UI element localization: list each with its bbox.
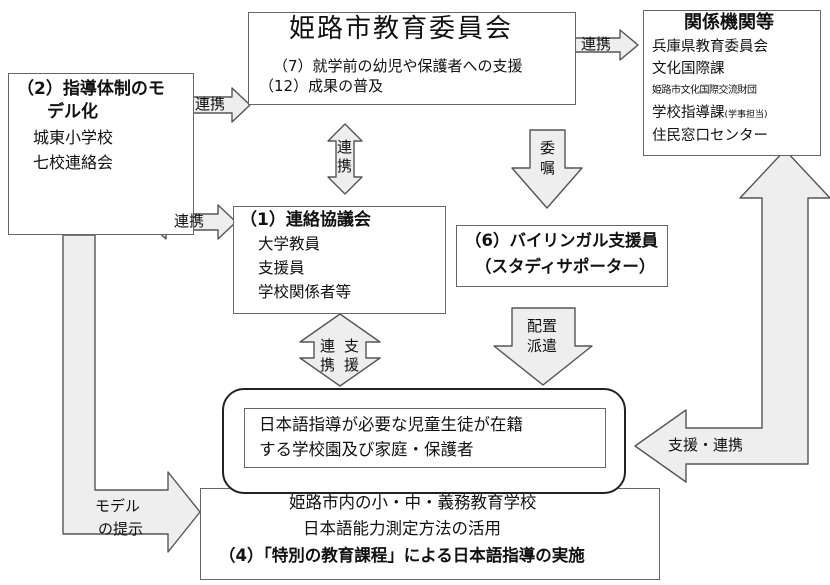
- dispatch-label-2: 派遣: [527, 337, 558, 355]
- renkei-model-board-label: 連携: [195, 95, 226, 113]
- dispatch-label-1: 配置: [527, 317, 558, 335]
- renkei-model-council-label: 連携: [174, 212, 205, 230]
- himeji-board-box: 姫路市教育委員会 （7）就学前の幼児や保護者への支援 （12）成果の普及: [248, 12, 576, 105]
- liaison-council-item-university: 大学教員: [258, 235, 321, 253]
- renkei-board-orgs-label: 連携: [581, 35, 612, 53]
- bilingual-supporter-title: （6）バイリンガル支援員: [465, 231, 658, 250]
- implementation-line-schools: 姫路市内の小・中・義務教育学校: [289, 493, 537, 512]
- renkei-shien-label-4: 援: [344, 356, 360, 374]
- related-org-guidance: 学校指導課(学事担当): [652, 105, 768, 121]
- model-system-title-1: （2）指導体制のモ: [17, 79, 165, 99]
- bilingual-supporter-subtitle: （スタディサポーター）: [475, 257, 656, 276]
- double-arrow-council-schools: [299, 313, 381, 387]
- target-schools-line1: 日本語指導が必要な児童生徒が在籍: [259, 415, 523, 434]
- implementation-line-measurement: 日本語能力測定方法の活用: [303, 519, 501, 538]
- renkei-board-council-label-2: 携: [337, 157, 353, 175]
- model-system-council: 七校連絡会: [33, 153, 114, 172]
- himeji-board-item-12: （12）成果の普及: [259, 77, 384, 95]
- dispatch-arrow: [493, 307, 593, 386]
- related-org-culture: 文化国際課: [652, 61, 725, 77]
- liaison-council-box: （1）連絡協議会 大学教員 支援員 学校関係者等: [233, 206, 446, 314]
- support-liaison-label: 支援・連携: [668, 436, 744, 454]
- related-orgs-box: 関係機関等 兵庫県教育委員会 文化国際課 姫路市文化国際交流財団 学校指導課(学…: [643, 10, 821, 156]
- support-arrow: [634, 149, 830, 483]
- target-schools-outer-box: 日本語指導が必要な児童生徒が在籍 する学校園及び家庭・保護者: [222, 388, 626, 494]
- model-presentation-label-1: モデル: [95, 497, 141, 515]
- model-system-box: （2）指導体制のモ デル化 城東小学校 七校連絡会: [8, 73, 194, 235]
- target-schools-inner-box: 日本語指導が必要な児童生徒が在籍 する学校園及び家庭・保護者: [244, 408, 606, 468]
- commission-label-1: 委: [540, 139, 556, 157]
- himeji-board-title: 姫路市教育委員会: [289, 14, 514, 44]
- model-arrow: [62, 234, 201, 553]
- bilingual-supporter-box: （6）バイリンガル支援員 （スタディサポーター）: [456, 225, 668, 287]
- commission-arrow: [511, 129, 583, 209]
- renkei-board-council-label-1: 連: [337, 138, 353, 156]
- related-org-hyogo: 兵庫県教育委員会: [652, 39, 768, 55]
- related-org-foundation: 姫路市文化国際交流財団: [652, 85, 757, 96]
- model-system-title-2: デル化: [47, 102, 98, 122]
- liaison-council-item-school: 学校関係者等: [258, 283, 352, 301]
- model-system-school: 城東小学校: [33, 128, 114, 147]
- related-org-counter: 住民窓口センター: [652, 128, 768, 144]
- implementation-box: 姫路市内の小・中・義務教育学校 日本語能力測定方法の活用 （4）「特別の教育課程…: [200, 488, 660, 580]
- implementation-line-curriculum: （4）「特別の教育課程」による日本語指導の実施: [219, 546, 585, 565]
- liaison-council-title: （1）連絡協議会: [240, 210, 371, 230]
- liaison-council-item-supporter: 支援員: [258, 259, 305, 277]
- related-org-guidance-note: (学事担当): [724, 110, 768, 120]
- renkei-shien-label-2: 携: [320, 356, 336, 374]
- related-orgs-title: 関係機関等: [684, 12, 774, 33]
- renkei-shien-label-1: 連: [320, 337, 336, 355]
- renkei-shien-label-3: 支: [344, 337, 360, 355]
- double-arrow-board-council: [327, 123, 363, 195]
- model-presentation-label-2: の提示: [98, 520, 144, 538]
- commission-label-2: 嘱: [540, 159, 556, 177]
- himeji-board-item-7: （7）就学前の幼児や保護者への支援: [273, 57, 523, 75]
- target-schools-line2: する学校園及び家庭・保護者: [259, 440, 474, 459]
